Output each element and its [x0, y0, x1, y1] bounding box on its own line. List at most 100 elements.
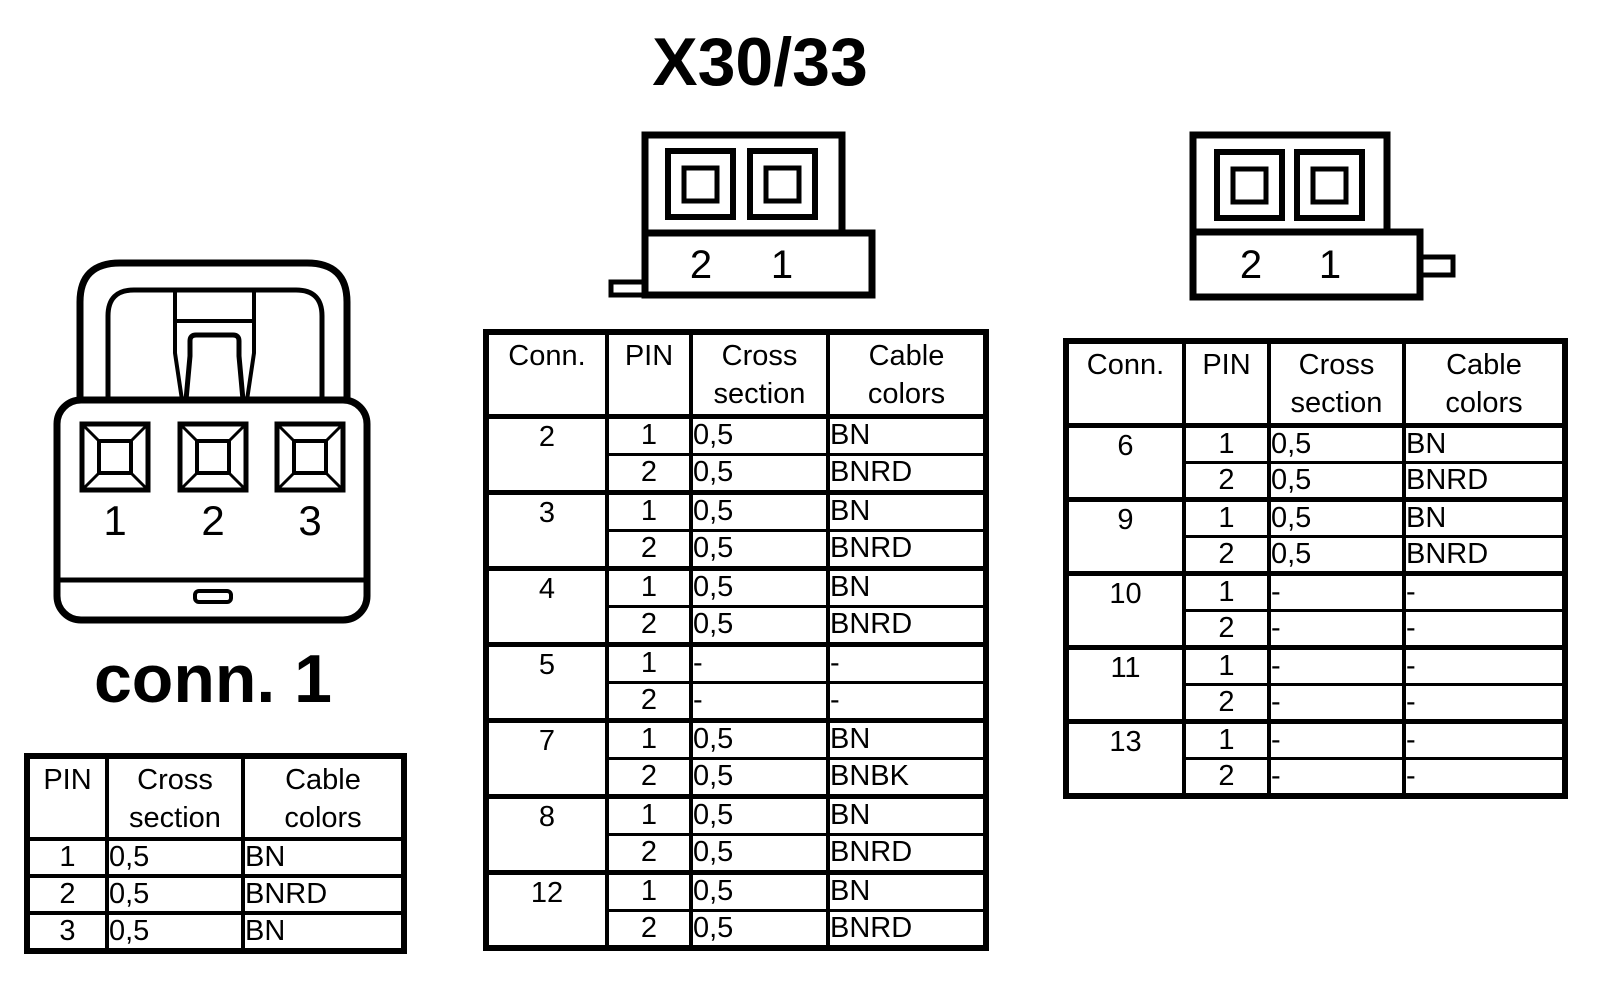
- cross-section-cell: -: [1267, 682, 1404, 721]
- cross-section-cell: 0,5: [689, 452, 828, 492]
- cable-color-cell: -: [1402, 682, 1565, 721]
- cable-color-cell: -: [1402, 608, 1565, 647]
- pin-cell: 1: [1182, 422, 1269, 462]
- cable-color-cell: BNBK: [826, 756, 986, 796]
- cable-color-cell: -: [1402, 718, 1565, 758]
- conn-number-cell: 9: [1064, 496, 1184, 573]
- cross-section-cell: 0,5: [105, 874, 243, 913]
- mount-tab: [608, 279, 648, 298]
- keying-slot: [193, 589, 233, 604]
- pin-cell: 2: [605, 756, 691, 796]
- pin-cell: 1: [1182, 570, 1269, 610]
- pin-cell: 1: [1182, 718, 1269, 758]
- cross-section-cell: 0,5: [1267, 422, 1404, 462]
- conn-number-cell: 5: [484, 641, 607, 720]
- cable-color-cell: BN: [826, 489, 986, 530]
- cable-color-cell: BN: [1402, 422, 1565, 462]
- cable-color-cell: BN: [826, 869, 986, 910]
- pin-cell: 1: [25, 837, 107, 876]
- pin-cell: 1: [1182, 644, 1269, 684]
- pin-number-label: 2: [1240, 243, 1262, 287]
- cable-color-cell: BNRD: [826, 528, 986, 568]
- connector-drawing-right: 2 1: [1189, 131, 1456, 301]
- conn-number-cell: 12: [484, 869, 607, 948]
- cable-color-cell: -: [1402, 570, 1565, 610]
- cross-section-cell: 0,5: [689, 717, 828, 758]
- pin-cell: 2: [605, 832, 691, 872]
- pin-cell: 2: [1182, 682, 1269, 721]
- cross-section-cell: -: [689, 641, 828, 682]
- column-header: PIN: [605, 332, 691, 418]
- conn-number-cell: 4: [484, 565, 607, 644]
- pin-cell: 1: [605, 869, 691, 910]
- pin-cavity-1: [79, 421, 151, 493]
- conn-number-cell: 6: [1064, 422, 1184, 499]
- pin-cell: 1: [605, 717, 691, 758]
- column-header: Cross section: [689, 332, 828, 418]
- pin-cell: 1: [605, 793, 691, 834]
- cross-section-cell: 0,5: [1267, 496, 1404, 536]
- conn-number-cell: 13: [1064, 718, 1184, 796]
- conn-number-cell: 10: [1064, 570, 1184, 647]
- cable-color-cell: -: [826, 641, 986, 682]
- cable-color-cell: BN: [826, 413, 986, 454]
- cross-section-cell: 0,5: [689, 869, 828, 910]
- mount-tab: [1417, 254, 1456, 278]
- cable-color-cell: BNRD: [1402, 460, 1565, 499]
- cross-section-cell: 0,5: [105, 837, 243, 876]
- pin-cell: 3: [25, 911, 107, 951]
- column-header: Cross section: [105, 756, 243, 841]
- cross-section-cell: -: [1267, 756, 1404, 796]
- cable-color-cell: BN: [826, 565, 986, 606]
- cable-color-cell: -: [826, 680, 986, 720]
- cable-color-cell: BN: [826, 717, 986, 758]
- table-row: 2--: [1066, 756, 1565, 796]
- pin-cavity-3: [274, 421, 346, 493]
- pin-number-label: 3: [298, 497, 321, 544]
- pin-cell: 2: [25, 874, 107, 913]
- connector-body: [53, 396, 371, 624]
- cable-color-cell: -: [1402, 644, 1565, 684]
- cable-color-cell: BN: [241, 837, 404, 876]
- pin-cavity-2: [177, 421, 249, 493]
- cross-section-cell: 0,5: [689, 489, 828, 530]
- pin-cell: 1: [605, 413, 691, 454]
- cross-section-cell: 0,5: [1267, 534, 1404, 573]
- column-header: Conn.: [484, 332, 607, 418]
- pin-number-label: 2: [690, 243, 712, 287]
- cable-color-cell: BN: [1402, 496, 1565, 536]
- cross-section-cell: 0,5: [689, 565, 828, 606]
- pin-cell: 2: [1182, 534, 1269, 573]
- cable-color-cell: BNRD: [826, 832, 986, 872]
- column-header: PIN: [25, 756, 107, 841]
- pin-cell: 2: [605, 908, 691, 948]
- pin-cell: 1: [1182, 496, 1269, 536]
- pin-cell: 1: [605, 565, 691, 606]
- column-header: PIN: [1182, 341, 1269, 427]
- column-header: Cable colors: [826, 332, 986, 418]
- cross-section-cell: 0,5: [689, 604, 828, 644]
- column-header: Cable colors: [241, 756, 404, 841]
- column-header: Cross section: [1267, 341, 1404, 427]
- connector-drawing-conn1: 1 2 3: [53, 259, 371, 624]
- pin-cell: 2: [1182, 608, 1269, 647]
- table-row: 2--: [486, 680, 986, 720]
